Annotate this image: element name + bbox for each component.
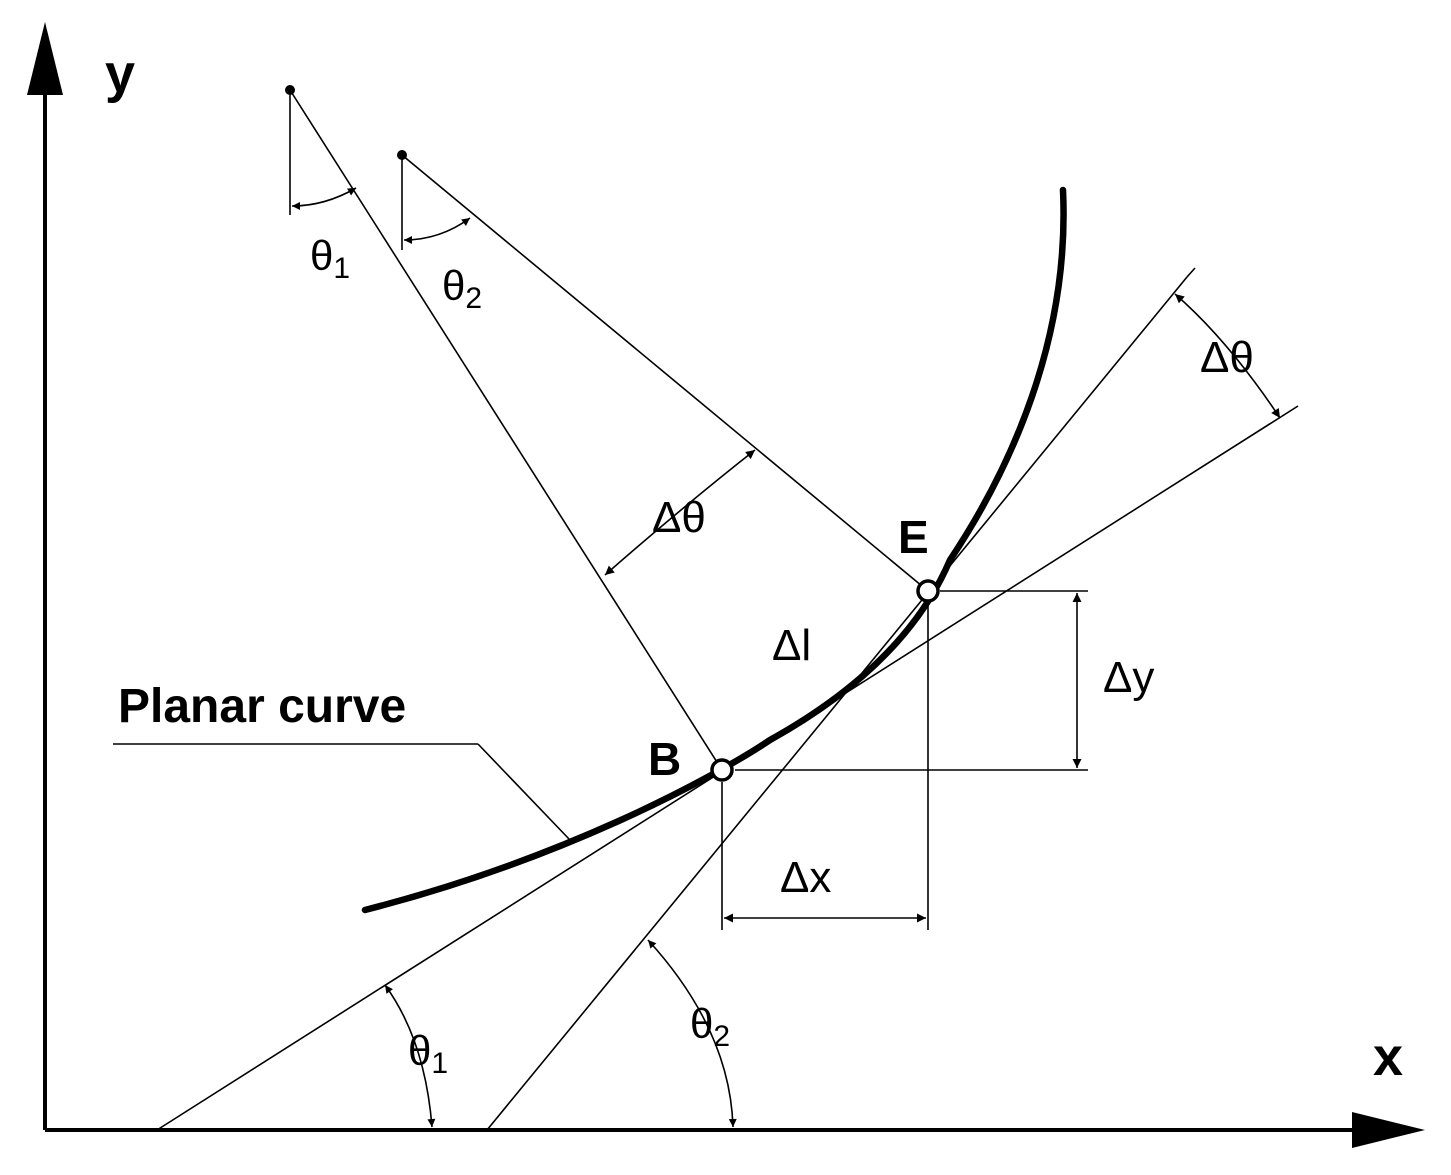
delta-theta-arc-upper: [1174, 293, 1281, 419]
point-b: [710, 758, 734, 782]
point-e-label: E: [898, 511, 929, 563]
theta1-label-top: θ1: [310, 232, 350, 285]
theta2-arc-bottom: [647, 939, 737, 1128]
leader-line-diagonal: [477, 743, 571, 841]
delta-theta-label-upper: Δθ: [1200, 333, 1254, 382]
normal-line-2: [401, 154, 929, 592]
planar-curve: [361, 186, 1067, 914]
tangent-line-2: [486, 276, 1188, 1131]
delta-theta-ext-top: [1186, 267, 1196, 278]
axes: [27, 22, 1425, 1148]
theta2-label-bottom: θ2: [690, 1000, 730, 1053]
theta1-arc-bottom: [384, 984, 436, 1128]
x-axis-arrow-icon: [1352, 1112, 1425, 1148]
theta2-label-top: θ2: [442, 262, 482, 315]
y-axis-arrow-icon: [27, 22, 63, 95]
delta-theta-label-middle: Δθ: [652, 493, 706, 542]
construction-lines: [113, 89, 1299, 1131]
planar-curve-label: Planar curve: [118, 680, 406, 733]
dimension-arrows: [291, 187, 1281, 1128]
center-point-2: [397, 150, 407, 160]
theta1-arc-top: [291, 187, 357, 210]
y-axis-label: y: [105, 44, 135, 104]
normal-line-1: [289, 89, 723, 771]
theta1-label-bottom: θ1: [408, 1027, 448, 1080]
x-axis-label: x: [1373, 1027, 1403, 1087]
theta2-arc-top: [403, 217, 471, 244]
delta-x-label: Δx: [780, 853, 831, 902]
point-e: [916, 579, 940, 603]
delta-l-label: Δl: [772, 621, 811, 670]
center-point-1: [285, 85, 295, 95]
point-b-label: B: [648, 733, 681, 785]
delta-y-label: Δy: [1103, 653, 1154, 702]
delta-theta-arc-middle: [604, 449, 756, 576]
